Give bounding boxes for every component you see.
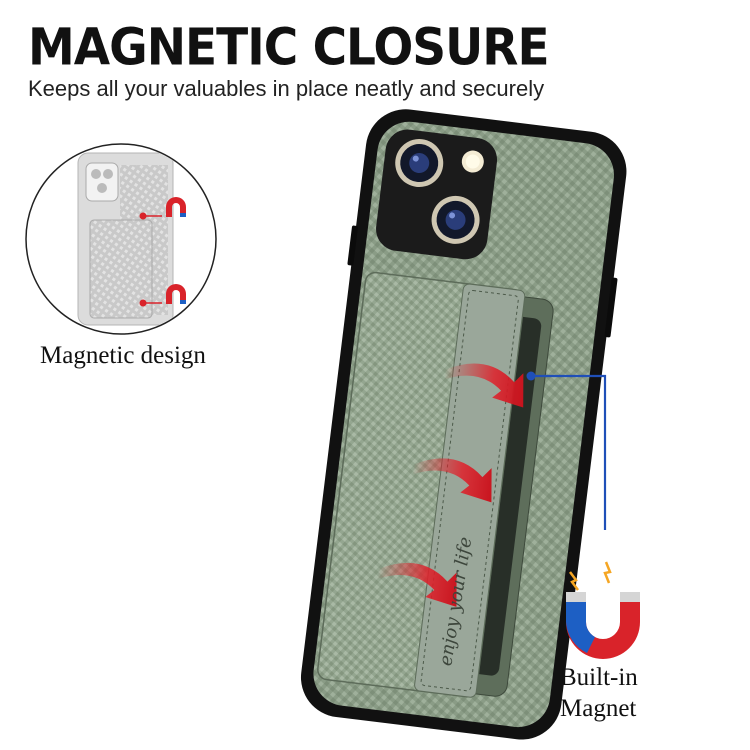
phone-case: enjoy your life [300,109,627,740]
inset-card-pocket [89,219,153,319]
inset-caption: Magnetic design [40,342,206,369]
builtin-magnet-line2: Magnet [560,695,637,723]
inset-camera-block [85,162,119,202]
spark-left-icon [569,571,579,591]
arrow-bottom [377,562,457,607]
horseshoe-magnet-icon [566,561,640,659]
headline-title: MAGNETIC CLOSURE [28,18,550,78]
inset-magnetic-design [25,143,217,335]
spark-right-icon [603,561,612,584]
arrow-middle [412,458,492,503]
camera-module [376,129,498,260]
arrow-top [444,363,524,408]
inset-magnet-icon-bottom [166,284,186,304]
headline-subtitle: Keeps all your valuables in place neatly… [28,76,545,101]
inset-magnet-icon-top [166,197,186,217]
builtin-magnet-line1: Built-in [560,664,638,691]
callout-leader [526,371,607,530]
builtin-magnet-caption: Built-in Magnet [560,662,638,725]
